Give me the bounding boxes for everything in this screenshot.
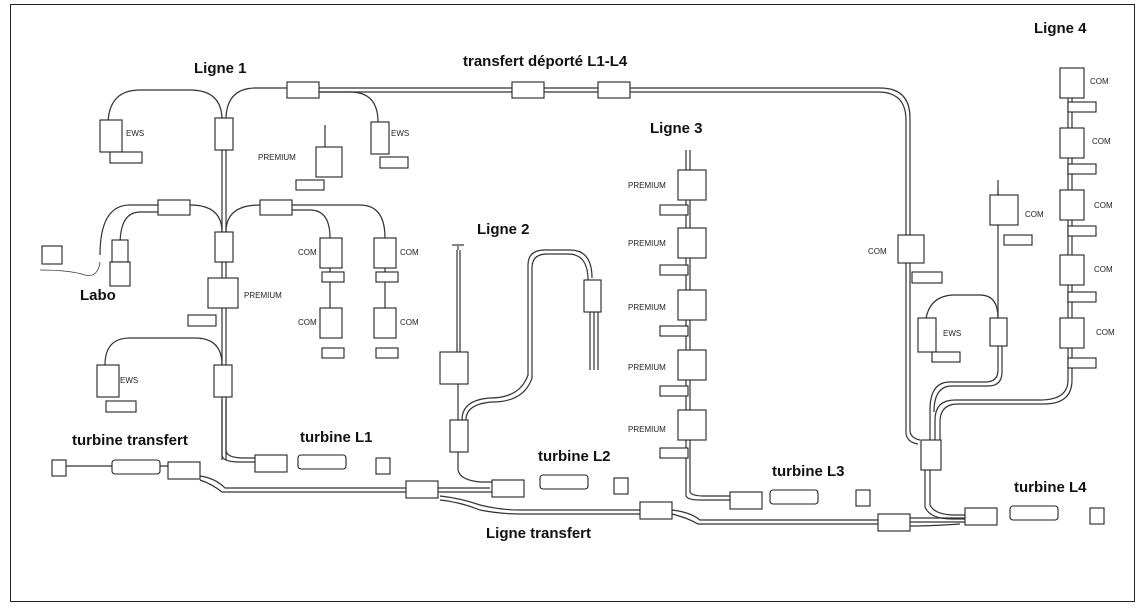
station-label: PREMIUM: [244, 291, 282, 300]
label-turbine-l4: turbine L4: [1014, 479, 1087, 496]
station-label: EWS: [126, 129, 144, 138]
label-turbine-l1: turbine L1: [300, 429, 373, 446]
station-label: EWS: [120, 376, 138, 385]
label-turbine-l3: turbine L3: [772, 463, 845, 480]
station-label: PREMIUM: [628, 363, 666, 372]
station-label: COM: [400, 318, 419, 327]
label-labo: Labo: [80, 287, 116, 304]
label-ligne-1: Ligne 1: [194, 60, 247, 77]
label-turbine-l2: turbine L2: [538, 448, 611, 465]
station-label: COM: [1090, 77, 1109, 86]
label-ligne-4: Ligne 4: [1034, 20, 1087, 37]
label-ligne-transfert: Ligne transfert: [486, 525, 591, 542]
turbines: [51, 454, 1105, 525]
station-label: COM: [868, 247, 887, 256]
station-label: COM: [298, 248, 317, 257]
station-label: PREMIUM: [628, 425, 666, 434]
label-ligne-2: Ligne 2: [477, 221, 530, 238]
station-label: PREMIUM: [628, 181, 666, 190]
station-label: COM: [1094, 201, 1113, 210]
station-label: COM: [1025, 210, 1044, 219]
station-label: COM: [400, 248, 419, 257]
station-label: COM: [1092, 137, 1111, 146]
station-label: COM: [1094, 265, 1113, 274]
stations: EWS EWS PREMIUM PREMIUM COM COM COM COM …: [41, 67, 1115, 459]
diagram-frame: [10, 4, 1135, 602]
pipe-network: [39, 70, 1073, 527]
label-transfert-deporte: transfert déporté L1-L4: [463, 53, 628, 70]
label-turbine-transfert: turbine transfert: [72, 432, 188, 449]
label-ligne-3: Ligne 3: [650, 120, 703, 137]
station-label: COM: [1096, 328, 1115, 337]
station-label: PREMIUM: [258, 153, 296, 162]
station-label: EWS: [943, 329, 961, 338]
station-label: PREMIUM: [628, 239, 666, 248]
station-label: PREMIUM: [628, 303, 666, 312]
inline-connectors: [157, 81, 1008, 532]
station-label: COM: [298, 318, 317, 327]
station-label: EWS: [391, 129, 409, 138]
